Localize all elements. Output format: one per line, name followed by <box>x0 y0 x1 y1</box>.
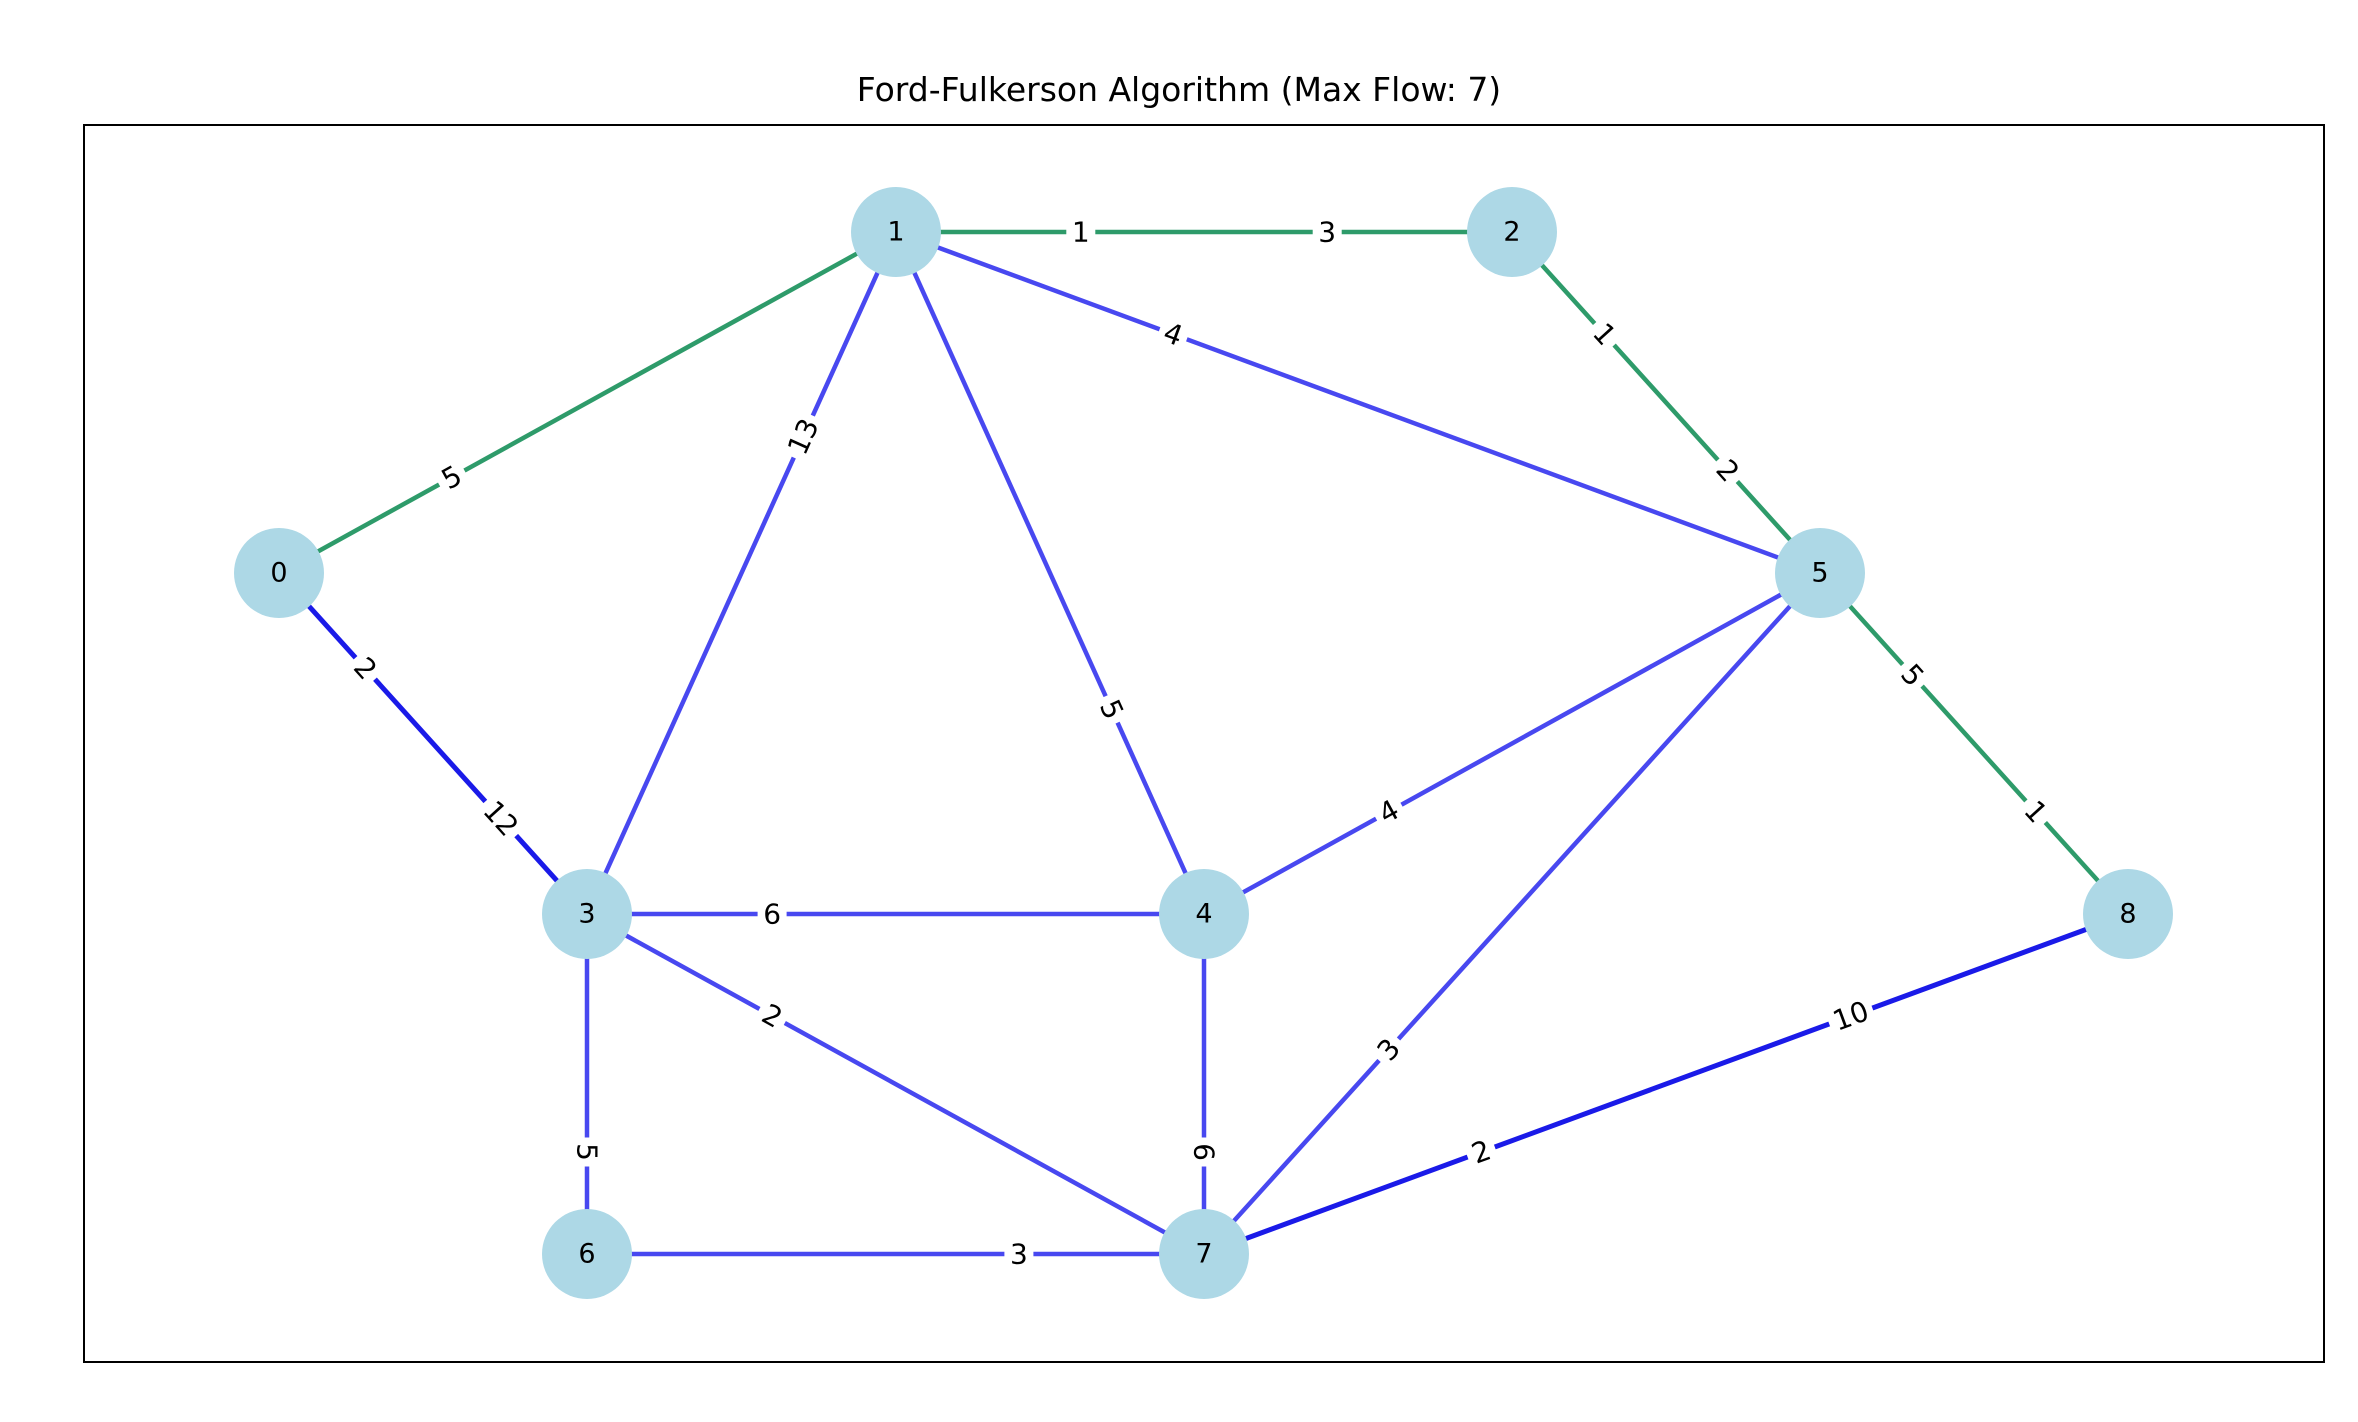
edge-label-1-2-1: 3 <box>1312 215 1342 249</box>
edge-label-background <box>2013 789 2058 834</box>
node-label: 1 <box>887 217 904 248</box>
node-circle <box>1467 187 1557 277</box>
chart-title: Ford-Fulkerson Algorithm (Max Flow: 7) <box>856 70 1502 109</box>
node-1: 1 <box>851 187 941 277</box>
edge-label-1-4-0: 5 <box>1090 689 1134 730</box>
edge-label-background <box>1705 448 1750 493</box>
node-3: 3 <box>542 869 632 959</box>
node-circle <box>1159 1209 1249 1299</box>
edge-label-background <box>1366 1027 1412 1072</box>
edge-label-3-6-0: 5 <box>570 1137 604 1167</box>
edge-label-4-5-0: 4 <box>1367 789 1410 834</box>
edge-label-background <box>430 455 473 500</box>
edge-label-background <box>757 897 787 931</box>
node-circle <box>234 528 324 618</box>
node-circle <box>851 187 941 277</box>
node-label: 8 <box>2119 899 2136 930</box>
nodes-layer: 0 1 2 3 4 5 6 7 8 <box>234 187 2173 1299</box>
node-6: 6 <box>542 1209 632 1299</box>
plot-frame <box>83 124 2325 1363</box>
node-circle <box>542 869 632 959</box>
edge-label-background <box>1823 992 1879 1040</box>
edge-label-background <box>751 994 794 1038</box>
edge-label-7-8-1: 10 <box>1823 992 1879 1040</box>
node-label: 5 <box>1811 558 1828 589</box>
node-7: 7 <box>1159 1209 1249 1299</box>
edge-label-background <box>1066 215 1096 249</box>
edge-label-background <box>1890 653 1935 698</box>
edge-label-background <box>342 646 388 691</box>
edge-label-7-8-0: 2 <box>1461 1131 1501 1173</box>
node-label: 4 <box>1195 899 1212 930</box>
edge-label-background <box>778 408 829 465</box>
node-8: 8 <box>2083 869 2173 959</box>
edge-label-background <box>1187 1137 1221 1167</box>
edge-label-3-4-0: 6 <box>757 897 787 931</box>
node-0: 0 <box>234 528 324 618</box>
edge-1-4 <box>893 231 1207 915</box>
node-4: 4 <box>1159 869 1249 959</box>
edge-label-2-5-1: 2 <box>1705 448 1750 493</box>
edge-label-1-5-0: 4 <box>1153 313 1193 356</box>
node-label: 6 <box>578 1239 595 1270</box>
edges-layer <box>277 229 2130 1257</box>
edge-label-background <box>1090 689 1134 730</box>
edge-1-5 <box>895 229 1821 576</box>
node-label: 0 <box>270 558 287 589</box>
edge-4-5 <box>1202 571 1822 916</box>
edge-3-7 <box>585 912 1206 1256</box>
edge-capacity-label: 3 <box>1010 1238 1028 1271</box>
node-5: 5 <box>1775 528 1865 618</box>
edge-label-background <box>1153 313 1193 356</box>
edge-7-8 <box>1203 911 2129 1257</box>
edge-label-background <box>1004 1237 1034 1271</box>
edge-label-background <box>1582 312 1627 357</box>
node-circle <box>542 1209 632 1299</box>
edge-label-6-7-0: 3 <box>1004 1237 1034 1271</box>
edge-label-background <box>1367 789 1410 834</box>
edge-capacity-label: 5 <box>571 1143 604 1161</box>
node-label: 3 <box>578 899 595 930</box>
edge-label-background <box>1461 1131 1501 1173</box>
edge-0-1 <box>277 230 898 575</box>
edge-1-3 <box>584 231 899 915</box>
node-label: 7 <box>1195 1239 1212 1270</box>
edge-label-0-1-0: 5 <box>430 455 473 500</box>
node-label: 2 <box>1503 217 1520 248</box>
edge-0-3 <box>277 571 589 916</box>
edge-label-3-7-0: 2 <box>751 994 794 1038</box>
edge-label-1-3-0: 13 <box>778 408 829 465</box>
edge-capacity-label: 1 <box>1072 216 1090 249</box>
node-circle <box>1775 528 1865 618</box>
edge-5-7 <box>1202 571 1822 1256</box>
edge-5-8 <box>1818 571 2130 916</box>
edge-label-4-7-0: 6 <box>1187 1137 1221 1167</box>
edge-capacity-label: 3 <box>1318 216 1336 249</box>
edge-2-5 <box>1510 230 1822 575</box>
node-2: 2 <box>1467 187 1557 277</box>
node-circle <box>2083 869 2173 959</box>
edge-label-background <box>570 1137 604 1167</box>
edge-capacity-label: 6 <box>1188 1143 1221 1161</box>
node-circle <box>1159 869 1249 959</box>
edge-label-background <box>472 790 529 847</box>
edge-label-background <box>1312 215 1342 249</box>
edge-capacity-label: 6 <box>763 898 781 931</box>
edge-label-1-2-0: 1 <box>1066 215 1096 249</box>
